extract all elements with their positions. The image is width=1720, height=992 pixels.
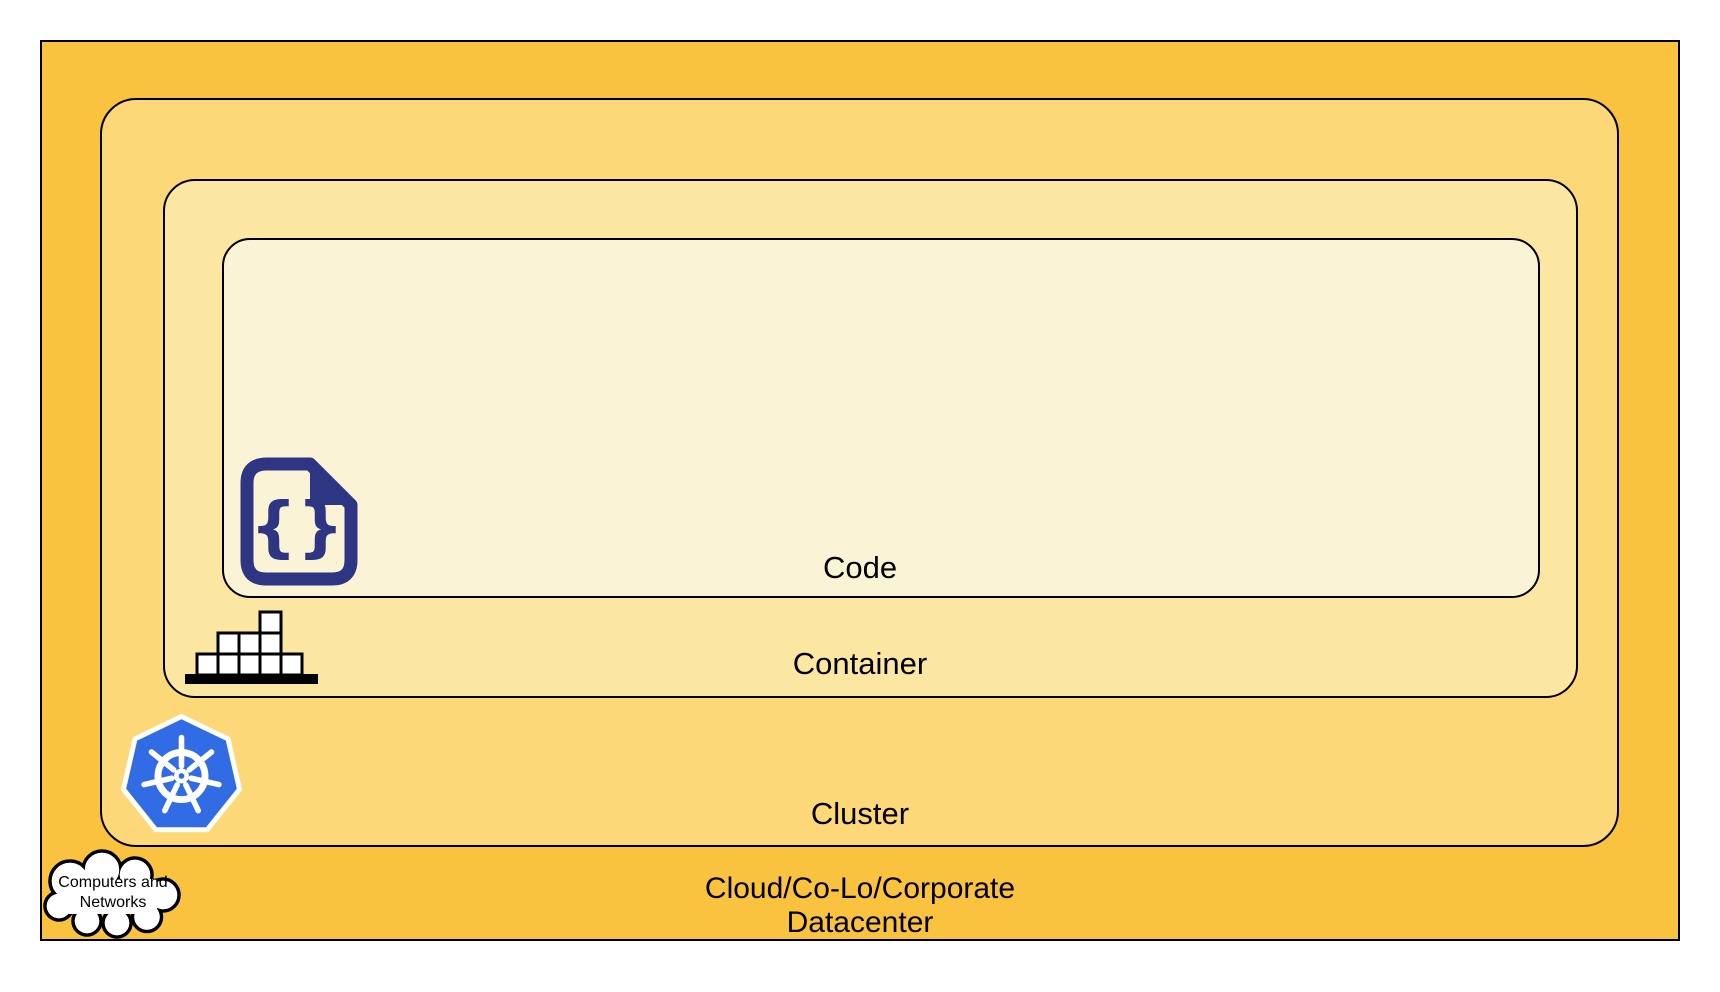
layer-code [222, 238, 1540, 598]
cloud-callout-line1: Computers and [58, 874, 168, 891]
cloud-callout-line2: Networks [79, 894, 147, 911]
label-datacenter-line2: Datacenter [786, 906, 934, 939]
label-cluster: Cluster [810, 796, 910, 831]
label-code: Code [822, 550, 898, 585]
computers-networks-cloud-icon: Computers and Networks [40, 849, 186, 942]
cloud-callout-text: Computers and Networks [40, 873, 186, 913]
label-container: Container [792, 646, 928, 681]
container-boxes-icon [185, 610, 318, 684]
label-datacenter: Cloud/Co-Lo/Corporate Datacenter [510, 872, 1210, 940]
kubernetes-helm-icon [120, 714, 243, 833]
svg-text:{}: {} [250, 488, 344, 565]
code-file-icon: {} [240, 457, 358, 586]
label-datacenter-line1: Cloud/Co-Lo/Corporate [704, 872, 1016, 905]
